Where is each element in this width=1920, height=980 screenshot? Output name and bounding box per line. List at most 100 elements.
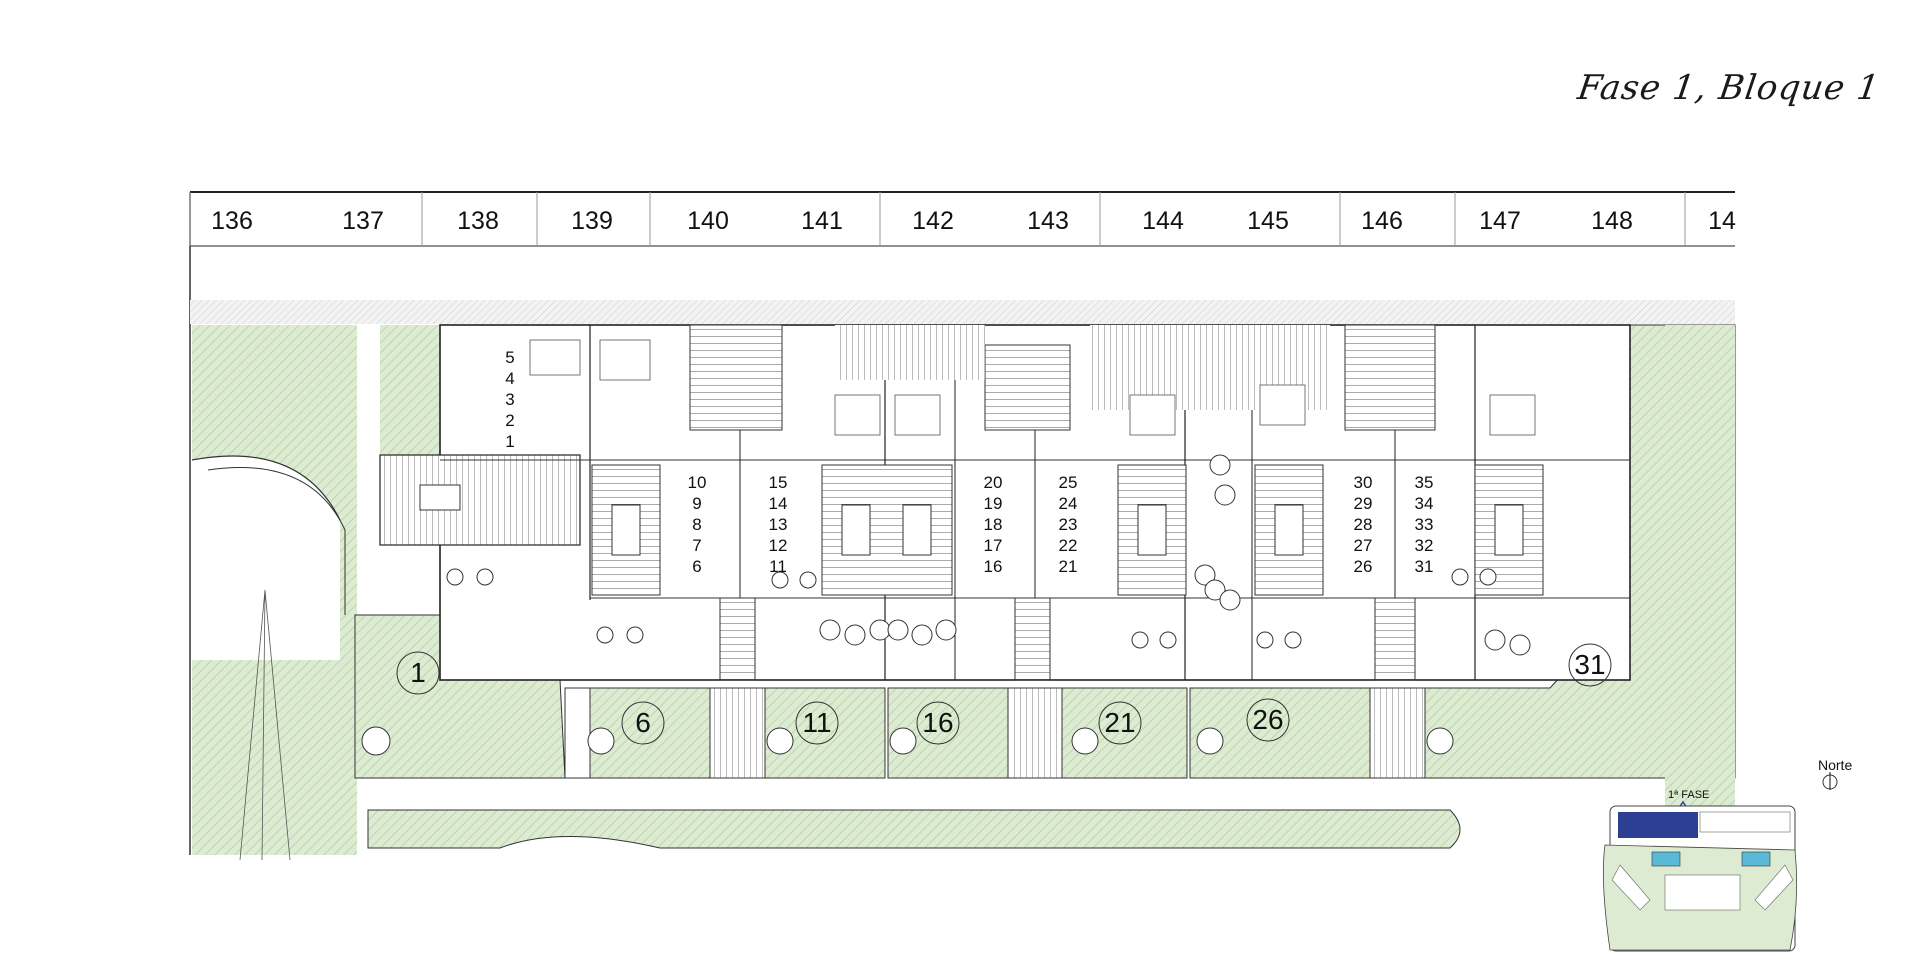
tree-icon xyxy=(1256,631,1274,649)
tree-icon xyxy=(1479,568,1497,586)
tree-icon xyxy=(1131,631,1149,649)
unit-number: 17 xyxy=(984,536,1003,555)
phase-label: 1ª FASE xyxy=(1668,789,1709,801)
tree-icon xyxy=(766,727,794,755)
unit-number: 31 xyxy=(1415,557,1434,576)
plot-number: 148 xyxy=(1591,207,1633,235)
unit-number: 12 xyxy=(769,536,788,555)
garden-label-circle xyxy=(795,701,839,745)
plot-number: 145 xyxy=(1247,207,1289,235)
north-label: Norte xyxy=(1818,757,1852,773)
phase-highlight xyxy=(1618,812,1698,838)
unit-number: 25 xyxy=(1059,473,1078,492)
unit-number: 3 xyxy=(505,390,514,409)
tree-icon xyxy=(1219,589,1241,611)
unit-number: 30 xyxy=(1354,473,1373,492)
tree-icon xyxy=(1071,727,1099,755)
unit-number: 27 xyxy=(1354,536,1373,555)
unit-number: 22 xyxy=(1059,536,1078,555)
trees xyxy=(361,454,1531,756)
sidewalk xyxy=(190,300,1735,324)
tree-icon xyxy=(935,619,957,641)
pool xyxy=(1741,851,1771,867)
plot-dividers xyxy=(189,192,1686,246)
garden-label-circle xyxy=(916,701,960,745)
building-block xyxy=(379,324,1631,681)
green-areas xyxy=(191,324,1736,861)
unit-number: 2 xyxy=(505,411,514,430)
garden-number: 21 xyxy=(1104,707,1135,738)
tree-icon xyxy=(1209,454,1231,476)
tree-icon xyxy=(596,626,614,644)
unit-number: 11 xyxy=(769,557,787,576)
unit-number: 34 xyxy=(1415,494,1434,513)
garden-number: 1 xyxy=(410,657,426,688)
plot-number: 146 xyxy=(1361,207,1403,235)
tree-icon xyxy=(476,568,494,586)
plot-number: 142 xyxy=(912,207,954,235)
tree-icon xyxy=(819,619,841,641)
tree-icon xyxy=(771,571,789,589)
tree-icon xyxy=(1426,727,1454,755)
tree-icon xyxy=(889,727,917,755)
garden-label-circle xyxy=(1098,701,1142,745)
plot-number: 139 xyxy=(571,207,613,235)
tree-icon xyxy=(911,624,933,646)
unit-number: 29 xyxy=(1354,494,1373,513)
plot-number: 140 xyxy=(687,207,729,235)
tree-icon xyxy=(1159,631,1177,649)
tree-icon xyxy=(587,727,615,755)
unit-number: 19 xyxy=(984,494,1003,513)
tree-icon xyxy=(869,619,891,641)
tree-icon xyxy=(1284,631,1302,649)
plot-number: 147 xyxy=(1479,207,1521,235)
unit-numbers: 5432110987615141312112019181716252423222… xyxy=(505,348,1433,576)
tree-icon xyxy=(1451,568,1469,586)
plot-number: 144 xyxy=(1142,207,1184,235)
garden-number: 11 xyxy=(802,707,831,738)
unit-number: 16 xyxy=(984,557,1003,576)
unit-number: 14 xyxy=(769,494,788,513)
tree-icon xyxy=(1196,727,1224,755)
plot-number: 136 xyxy=(211,207,253,235)
garden-number: 16 xyxy=(922,707,953,738)
tree-icon xyxy=(799,571,817,589)
unit-number: 26 xyxy=(1354,557,1373,576)
pool xyxy=(1651,851,1681,867)
unit-number: 20 xyxy=(984,473,1003,492)
garden-number: 26 xyxy=(1252,704,1283,735)
garden-label-circle xyxy=(396,651,440,695)
unit-number: 24 xyxy=(1059,494,1078,513)
unit-number: 18 xyxy=(984,515,1003,534)
unit-number: 9 xyxy=(692,494,701,513)
unit-number: 15 xyxy=(769,473,788,492)
unit-number: 8 xyxy=(692,515,701,534)
plot-number: 137 xyxy=(342,207,384,235)
unit-number: 21 xyxy=(1059,557,1078,576)
unit-number: 6 xyxy=(692,557,701,576)
tree-icon xyxy=(626,626,644,644)
garden-label-circle xyxy=(1246,698,1290,742)
garden-number: 31 xyxy=(1574,649,1605,680)
green-strip-right xyxy=(1665,325,1735,855)
unit-number: 35 xyxy=(1415,473,1434,492)
plot-number: 138 xyxy=(457,207,499,235)
unit-number: 4 xyxy=(505,369,514,388)
tree-icon xyxy=(446,568,464,586)
unit-number: 5 xyxy=(505,348,514,367)
garden-label-circle xyxy=(621,701,665,745)
tree-icon xyxy=(1204,579,1226,601)
unit-number: 13 xyxy=(769,515,788,534)
green-strip-bottom xyxy=(367,809,1461,849)
unit-number: 32 xyxy=(1415,536,1434,555)
unit-number: 23 xyxy=(1059,515,1078,534)
tree-icon xyxy=(1214,484,1236,506)
unit-number: 10 xyxy=(688,473,707,492)
unit-number: 7 xyxy=(692,536,701,555)
tree-icon xyxy=(1194,564,1216,586)
unit-number: 28 xyxy=(1354,515,1373,534)
garden-number: 6 xyxy=(635,707,651,738)
